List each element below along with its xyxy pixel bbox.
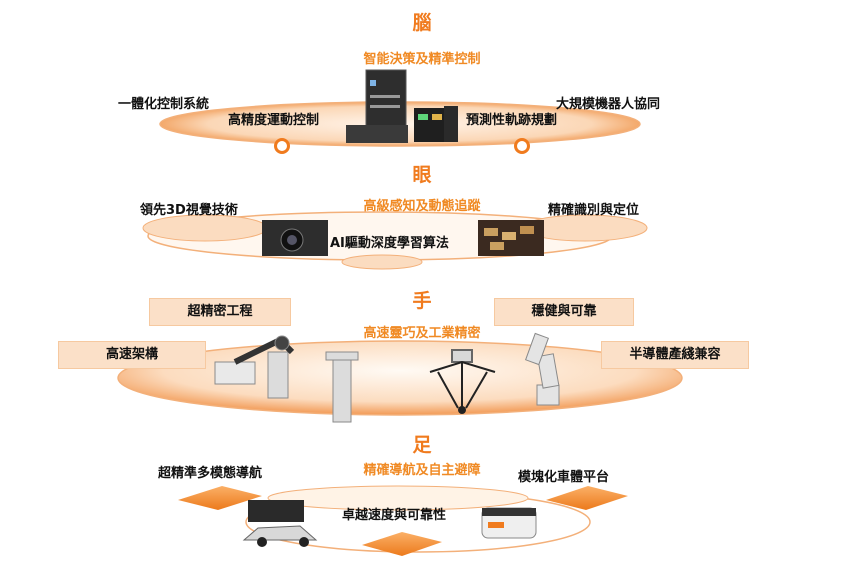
foot-tile-left <box>178 486 262 510</box>
controller-device-graphic <box>346 69 458 143</box>
eye-label-3d-vision: 領先3D視覺技術 <box>140 203 238 218</box>
brain-layer-title: 腦 <box>412 12 432 34</box>
hand-layer-title: 手 <box>412 290 432 312</box>
brain-ring-marker-left <box>274 138 290 154</box>
eye-label-recognition-positioning: 精確識別與定位 <box>548 203 640 218</box>
vision-detection-graphic <box>478 220 544 256</box>
six-axis-robot-graphic <box>524 332 560 406</box>
hand-box-semiconductor-compatible: 半導體產綫兼容 <box>601 341 749 369</box>
autonomous-car-graphic <box>242 500 318 547</box>
eye-layer-subtitle: 高級感知及動態追蹤 <box>363 199 481 214</box>
brain-label-robot-collaboration: 大規模機器人協同 <box>556 97 661 112</box>
brain-ring-marker-right <box>514 138 530 154</box>
foot-label-modular-platform: 模塊化車體平台 <box>518 470 610 485</box>
scara-robot-graphic <box>214 335 295 399</box>
foot-layer-subtitle: 精確導航及自主避障 <box>363 463 481 478</box>
eye-layer-title: 眼 <box>412 164 432 186</box>
foot-ring-inner <box>267 485 529 511</box>
brain-label-motion-control: 高精度運動控制 <box>228 113 320 128</box>
foot-layer-title: 足 <box>412 434 432 456</box>
hand-box-robust-reliable: 穩健與可靠 <box>494 298 634 326</box>
eye-ring-center <box>341 254 423 270</box>
brain-label-integrated-control: 一體化控制系統 <box>118 97 210 112</box>
foot-label-speed-reliability: 卓越速度與可靠性 <box>342 508 447 523</box>
delta-robot-graphic <box>429 349 496 414</box>
foot-tile-center <box>362 532 442 556</box>
brain-label-trajectory-planning: 預測性軌跡規劃 <box>466 113 558 128</box>
camera-sensor-graphic <box>262 220 328 256</box>
linear-actuator-graphic <box>325 351 359 423</box>
foot-tile-right <box>546 486 628 510</box>
amr-vehicle-graphic <box>481 507 537 539</box>
hand-box-ultra-precision: 超精密工程 <box>149 298 291 326</box>
foot-label-multimodal-navigation: 超精準多模態導航 <box>158 466 263 481</box>
hand-layer-subtitle: 高速靈巧及工業精密 <box>363 326 481 341</box>
eye-ring-left <box>142 214 268 242</box>
brain-layer-subtitle: 智能決策及精準控制 <box>363 52 481 67</box>
eye-label-ai-deep-learning: AI驅動深度學習算法 <box>330 236 449 251</box>
hand-box-high-speed-architecture: 高速架構 <box>58 341 206 369</box>
